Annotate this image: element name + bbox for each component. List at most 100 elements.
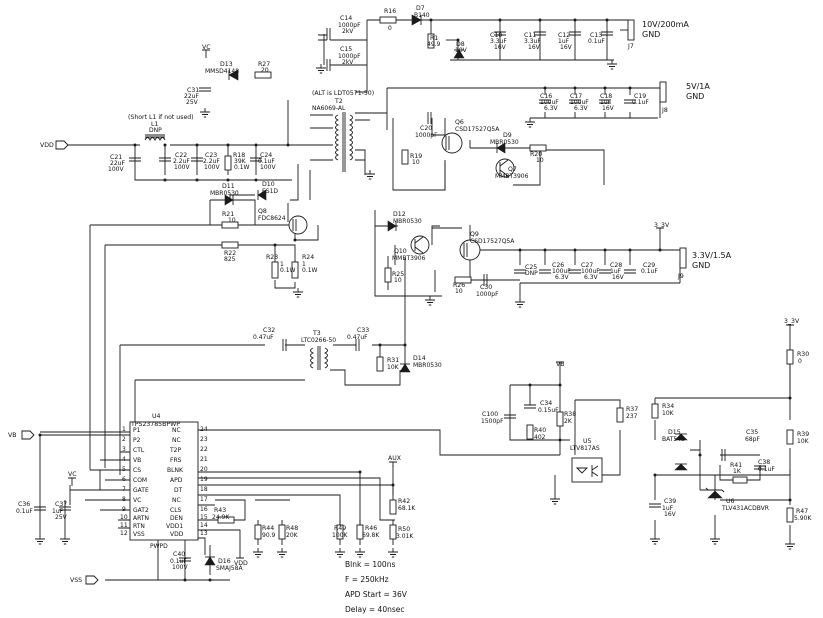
t2-value: NA6069-AL — [312, 105, 346, 112]
c27-ref: C27 — [581, 262, 593, 269]
c13-value: 0.1uF — [588, 38, 605, 45]
c37-rating: 25V — [55, 514, 68, 521]
r18-body — [224, 155, 232, 171]
r27-ref: R27 — [258, 61, 270, 68]
q9-ref: Q9 — [470, 231, 479, 238]
l1-ref: L1 — [151, 121, 158, 128]
note-delay: Delay = 40nsec — [345, 605, 405, 614]
c14-rating: 2kV — [342, 28, 354, 35]
d13-value: MMSD4148 — [205, 68, 239, 75]
r39-body — [786, 429, 794, 445]
c19-ref: C19 — [634, 93, 646, 100]
u4-pad-label: PWPD — [150, 543, 168, 550]
r21-body — [221, 221, 239, 229]
vb-flag — [21, 430, 35, 440]
c26-ref: C26 — [552, 262, 564, 269]
note-blank-time: Blnk = 100ns — [345, 560, 395, 569]
r30-value: 0 — [798, 358, 802, 365]
u4-pin-number: 8 — [122, 496, 126, 503]
r30-ref: R30 — [797, 351, 809, 358]
c21-ref: C21 — [110, 154, 122, 161]
c40-rating: 100V — [172, 564, 188, 571]
c22-ref: C22 — [175, 152, 187, 159]
r47-ref: R47 — [796, 508, 808, 515]
c32-ref: C32 — [263, 327, 275, 334]
c18-value: 1uF — [600, 99, 612, 106]
u5-value: LTV817AS — [570, 445, 600, 452]
j7-ref: J7 — [627, 43, 634, 50]
c12-ref: C12 — [558, 32, 570, 39]
c11-rating: 16V — [528, 44, 541, 51]
r18-value: 39K — [234, 158, 247, 165]
u4-pin-number: 23 — [200, 436, 208, 443]
u4-pin-label: VC — [133, 497, 141, 504]
c39-rating: 16V — [664, 511, 677, 518]
u5-optocoupler-icon — [575, 465, 599, 477]
c36-ref: C36 — [18, 501, 30, 508]
c30-value: 1000pF — [476, 291, 499, 298]
c38-ref: C38 — [758, 459, 770, 466]
r23-body — [271, 261, 279, 279]
c10-ref: C10 — [490, 32, 502, 39]
c16-rating: 6.3V — [544, 105, 559, 112]
r44-ref: R44 — [262, 525, 274, 532]
u4-pin-label: GAT2 — [133, 507, 149, 514]
t2-ref: T2 — [334, 98, 343, 105]
q6-value: CSD17527Q5A — [455, 126, 500, 133]
u4-pin-number: 21 — [200, 456, 208, 463]
r46-body — [356, 524, 364, 540]
r27-value: 20 — [261, 67, 269, 74]
d15-ref: D15 — [668, 429, 681, 436]
j9-output-label: 3.3V/1.5A — [692, 251, 732, 260]
c37-ref: C37 — [55, 501, 67, 508]
r1-value: 49.9 — [427, 41, 441, 48]
c25-value: DNP — [525, 270, 538, 277]
c36-value: 0.1uF — [16, 508, 33, 515]
c31-value: 22uF — [184, 93, 199, 100]
r48-value: 20K — [286, 532, 299, 539]
r26-body — [454, 276, 472, 284]
u4-pin-number: 12 — [120, 530, 128, 537]
c22-rating: 100V — [174, 164, 190, 171]
magnetics — [144, 112, 353, 370]
d16-ref: D16 — [218, 558, 231, 565]
r22-body — [221, 241, 239, 249]
u4-pin-label: NC — [172, 427, 181, 434]
u4-pin-label: ARTN — [133, 515, 149, 522]
r22-value: 825 — [224, 256, 236, 263]
c31-ref: C31 — [187, 87, 199, 94]
c31-rating: 25V — [186, 99, 199, 106]
u4-pin-number: 19 — [200, 476, 208, 483]
c40-ref: C40 — [173, 551, 185, 558]
d11-value: MBR0530 — [210, 190, 239, 197]
diodes — [204, 14, 688, 566]
r41-ref: R41 — [730, 462, 742, 469]
component-labels: C14 1000pF 2kV C15 1000pF 2kV R16 0 D7 B… — [16, 5, 812, 572]
u4-body — [129, 421, 199, 541]
j9-connector — [679, 247, 687, 269]
r48-ref: R48 — [286, 525, 298, 532]
connectors — [627, 19, 687, 269]
r23-value: 1 — [280, 261, 284, 268]
u4-pin-number: 24 — [200, 426, 208, 433]
u4-pin-number: 17 — [200, 496, 208, 503]
r50-value: 3.01K — [396, 533, 414, 540]
r1-body — [427, 33, 435, 49]
c24-value: 0.1uF — [258, 158, 275, 165]
j8-connector — [659, 81, 667, 103]
u4-pin-number: 10 — [120, 514, 128, 521]
r43-body — [217, 516, 235, 524]
capacitors — [34, 28, 766, 562]
vb-net-label: VB — [8, 432, 16, 439]
u4-pin-label: COM — [133, 477, 147, 484]
u4-pin-label: CTL — [133, 447, 145, 454]
d15-value: BAT54S — [662, 436, 685, 443]
r24-rating: 0.1W — [302, 267, 318, 274]
u4-part: TPS23785BPWP — [130, 421, 180, 428]
u4-pin-label: VSS — [133, 531, 145, 538]
c23-value: 2.2uF — [203, 158, 220, 165]
r19-ref: R19 — [410, 153, 422, 160]
c17-ref: C17 — [570, 93, 582, 100]
vb-mid-net-label: VB — [556, 361, 564, 368]
r50-ref: R50 — [398, 526, 410, 533]
